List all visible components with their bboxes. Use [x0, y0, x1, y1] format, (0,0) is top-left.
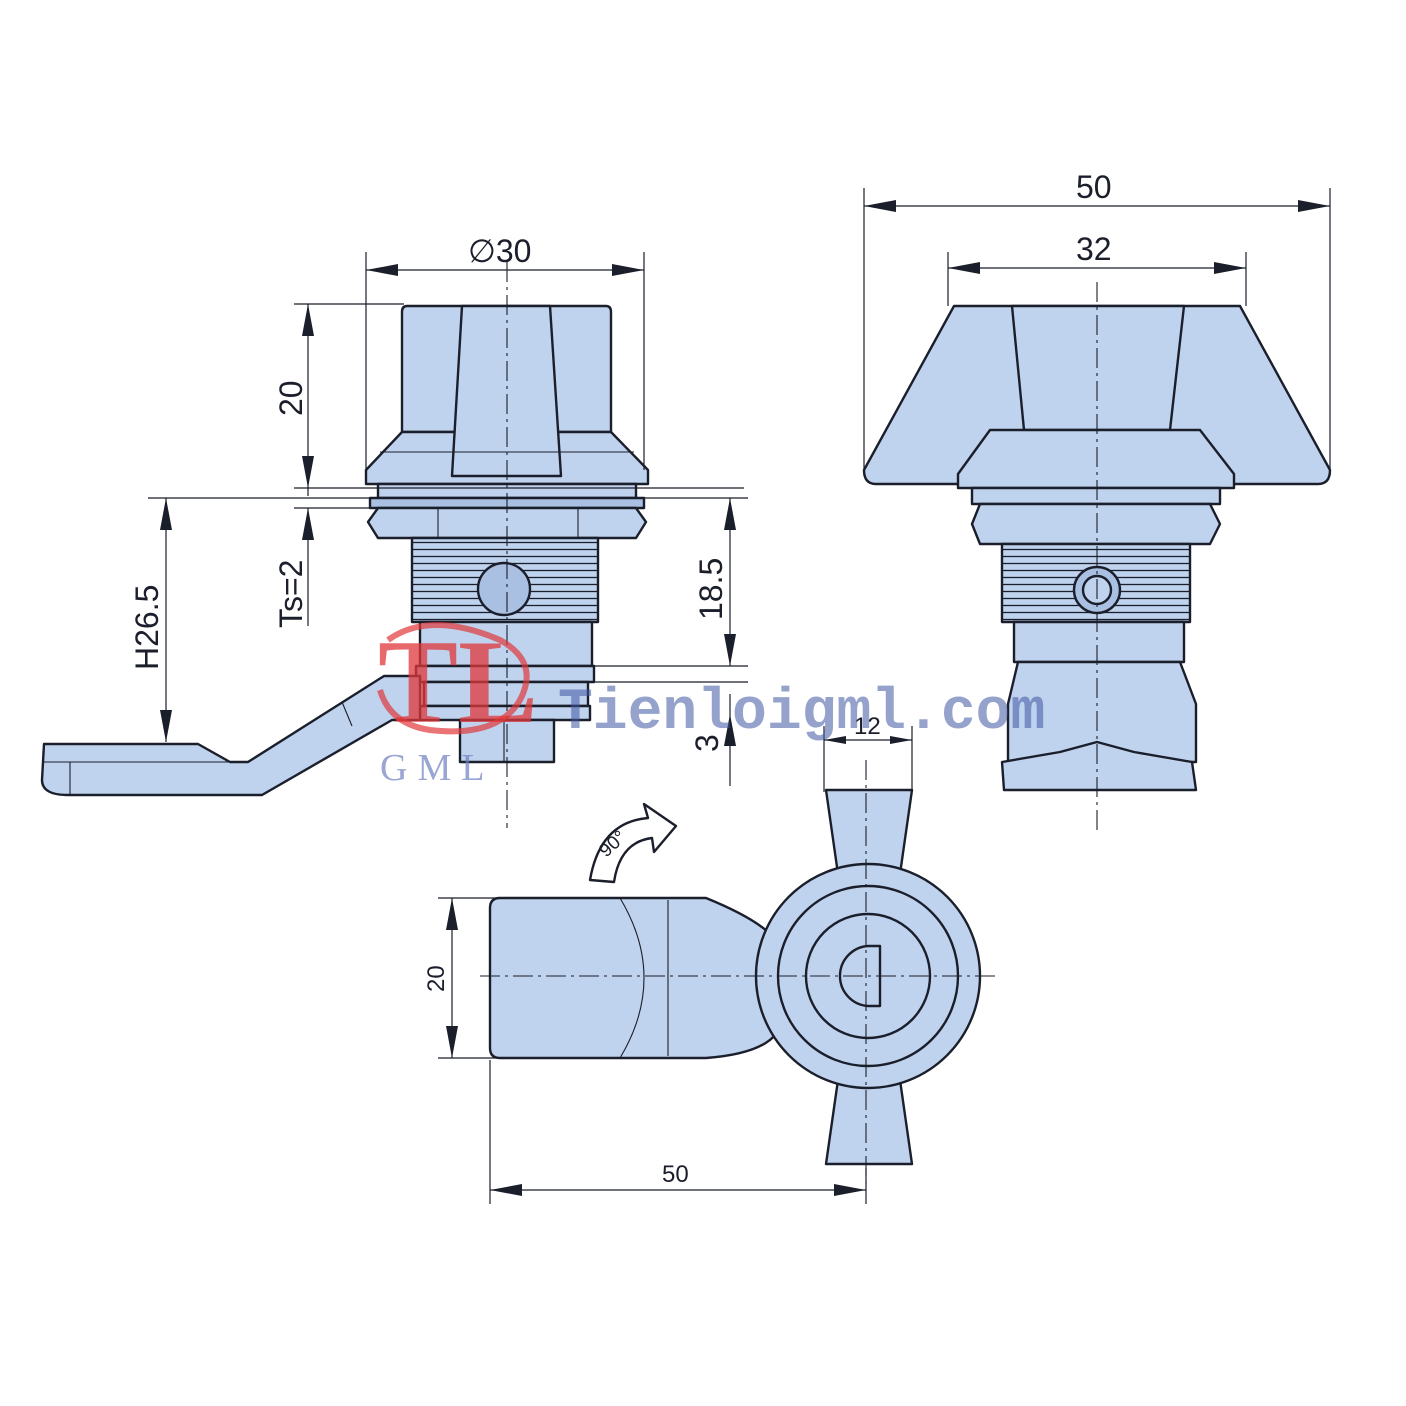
watermark-site: Tienloigml.com [558, 681, 1045, 746]
side-washer [970, 486, 1222, 506]
dim-height: H26.5 [129, 585, 165, 670]
cam-arm [40, 674, 422, 797]
bottom-view [480, 760, 1000, 1190]
side-nut [970, 502, 1222, 546]
dim-cam-length: 50 [662, 1161, 689, 1188]
dim-cam-width: 12 [854, 713, 881, 740]
dim-diameter: ∅30 [468, 233, 531, 269]
dim-panel-thickness: Ts=2 [273, 560, 309, 628]
cam-hub [422, 680, 590, 708]
dim-side-outer: 50 [1076, 169, 1112, 205]
side-lower-body [1012, 620, 1186, 664]
side-flange [956, 428, 1236, 490]
dim-side-inner: 32 [1076, 231, 1112, 267]
cam-arm-top [488, 896, 778, 1060]
watermark: TL Tienloigml.com GML [377, 615, 1045, 789]
cam-arm-edge-3 [341, 701, 353, 727]
side-knob-center [1010, 304, 1186, 432]
keyhole-dot [476, 561, 532, 617]
side-view [862, 282, 1332, 830]
side-cam-foot [1000, 740, 1198, 792]
dimension-lines: ∅30 20 Ts=2 H26.5 18.5 3 [129, 169, 1331, 1204]
dim-body-length: 18.5 [693, 558, 729, 620]
rotation-arrow-icon [588, 802, 678, 884]
watermark-brand: GML [380, 747, 494, 789]
dim-cam-gap: 3 [689, 734, 725, 752]
rotation-indicator: 90° [588, 802, 678, 884]
front-view [40, 262, 650, 828]
cam-arm-bend [619, 897, 645, 1059]
dim-knob-height: 20 [273, 380, 309, 416]
side-cam-body [1006, 660, 1198, 764]
knob-center-rib [450, 304, 563, 478]
watermark-logo-letters: TL [378, 615, 538, 748]
dim-cam-height: 20 [423, 965, 450, 992]
watermark-logo: TL [377, 615, 538, 748]
